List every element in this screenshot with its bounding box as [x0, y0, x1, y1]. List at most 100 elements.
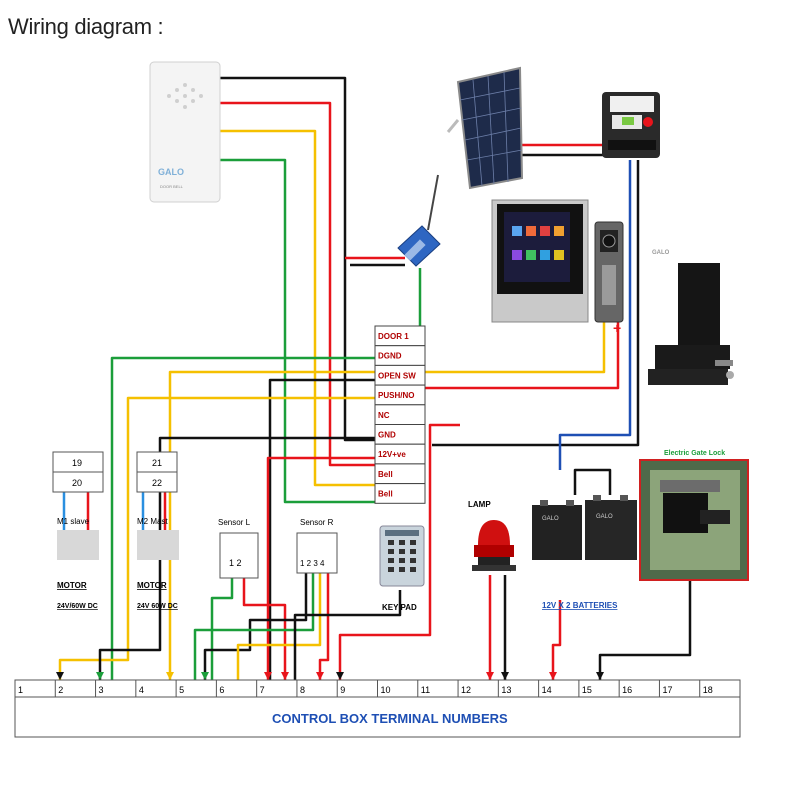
terminal-number: 9: [340, 685, 345, 695]
m1-type: MOTOR: [57, 581, 87, 590]
terminal-number: 3: [99, 685, 104, 695]
terminal-number: 2: [58, 685, 63, 695]
m1-name: M1 slave: [57, 517, 90, 526]
sensorl-green-wire: [210, 578, 234, 680]
sensor-l: Sensor L 1 2: [218, 518, 259, 579]
sensorr-green-wire: [193, 570, 315, 680]
terminal-number: 11: [421, 685, 430, 695]
m1-terminal-top: 19: [72, 458, 82, 468]
terminal-number: 18: [703, 685, 713, 695]
battery-brand-2: GALO: [596, 514, 613, 520]
electric-gate-lock-photo: Electric Gate Lock: [639, 450, 749, 581]
terminal-number: 4: [139, 685, 144, 695]
battery-black-wire: [573, 468, 612, 495]
doorbell-brand: GALO: [158, 167, 184, 177]
lamp-red-wire: [338, 423, 460, 680]
terminal-number: 12: [461, 685, 471, 695]
sensor-l-label: Sensor L: [218, 518, 251, 527]
terminal-number: 13: [501, 685, 511, 695]
arrow-t7b: [281, 672, 289, 680]
arrow-t15: [596, 672, 604, 680]
terminal-number: 1: [18, 685, 23, 695]
port-label: PUSH/NO: [378, 391, 414, 400]
charge-controller: [602, 92, 660, 158]
arrow-t8: [316, 672, 324, 680]
control-box-label: CONTROL BOX TERMINAL NUMBERS: [272, 711, 508, 726]
wires: [58, 76, 692, 680]
motor-2: 21 22 M2 Mast MOTOR 24V 60W DC: [136, 451, 179, 610]
arrow-t12: [486, 672, 494, 680]
arrow-t14: [549, 672, 557, 680]
port-label: 12V+ve: [378, 450, 406, 459]
port-label: DOOR 1: [378, 332, 409, 341]
terminal-number: 6: [219, 685, 224, 695]
battery-brand-1: GALO: [542, 516, 559, 522]
diagram-title: Wiring diagram :: [8, 14, 164, 39]
warning-lamp: LAMP: [468, 500, 516, 571]
m1-terminal-bottom: 20: [72, 478, 82, 488]
lock-title: Electric Gate Lock: [664, 450, 725, 457]
sensorr-yellow-wire: [236, 570, 322, 680]
m2-terminal-bottom: 22: [152, 478, 162, 488]
doorbell-grille-icon: [167, 83, 203, 109]
monitor-plus-sign: +: [613, 320, 621, 336]
arrow-t9: [336, 672, 344, 680]
port-label: DGND: [378, 352, 402, 361]
monitor-red-wire: [380, 322, 620, 390]
doorbell-device: GALO DOOR BELL: [149, 61, 221, 203]
port-label: OPEN SW: [378, 371, 416, 380]
electric-lock: GALO: [648, 250, 734, 385]
terminal-number: 16: [622, 685, 632, 695]
port-cell: [374, 483, 426, 504]
sensor-l-pins: 1 2: [229, 558, 242, 568]
arrow-t3: [96, 672, 104, 680]
sensor-r-label: Sensor R: [300, 518, 334, 527]
pushno-yellow-wire: [58, 396, 378, 680]
monitor-app-icons: [512, 226, 564, 260]
m2-terminal-top: 21: [152, 458, 162, 468]
arrow-t13: [501, 672, 509, 680]
terminal-number: 7: [260, 685, 265, 695]
keypad-device: KEY PAD: [379, 525, 425, 612]
lamp-label: LAMP: [468, 500, 491, 509]
controller-blue-wire: [558, 160, 632, 470]
gnd-black-wire: [98, 436, 378, 680]
sensor-r-pins: 1 2 3 4: [300, 559, 325, 568]
port-label: Bell: [378, 470, 393, 479]
opensw-black-wire: [268, 378, 378, 680]
terminal-number: 5: [179, 685, 184, 695]
doorbell-yellow-wire: [215, 129, 378, 487]
port-label: Bell: [378, 490, 393, 499]
lock-brand: GALO: [652, 250, 670, 256]
terminal-number: 17: [662, 685, 672, 695]
arrow-t6: [201, 672, 209, 680]
keypad-label: KEY PAD: [382, 603, 417, 612]
arrow-t7: [264, 672, 272, 680]
controller-black-wire: [432, 160, 640, 447]
doorbell-green-wire: [210, 158, 378, 504]
lock-black-wire: [598, 580, 692, 680]
terminal-number: 10: [381, 685, 391, 695]
batteries: GALO GALO 12V X 2 BATTERIES: [532, 495, 637, 610]
m2-name: M2 Mast: [137, 517, 168, 526]
terminal-number: 14: [542, 685, 552, 695]
dgnd-green-wire: [110, 356, 378, 680]
sensor-r: Sensor R 1 2 3 4: [296, 518, 338, 574]
port-label: NC: [378, 411, 390, 420]
door-station: [594, 221, 624, 323]
motor-1: 19 20 M1 slave MOTOR 24V/60W DC: [52, 451, 104, 610]
m2-type: MOTOR: [137, 581, 167, 590]
sensorl-red-wire: [242, 578, 287, 680]
doorbell-sub: DOOR BELL: [160, 184, 184, 189]
m1-spec: 24V/60W DC: [57, 603, 98, 610]
m2-spec: 24V 60W DC: [137, 603, 178, 610]
arrow-t5: [166, 672, 174, 680]
arrow-t2: [56, 672, 64, 680]
solar-panel: [446, 66, 524, 190]
relay-module: [397, 174, 441, 267]
battery-red-wire: [551, 600, 562, 680]
keypad-black-wire: [293, 590, 402, 680]
